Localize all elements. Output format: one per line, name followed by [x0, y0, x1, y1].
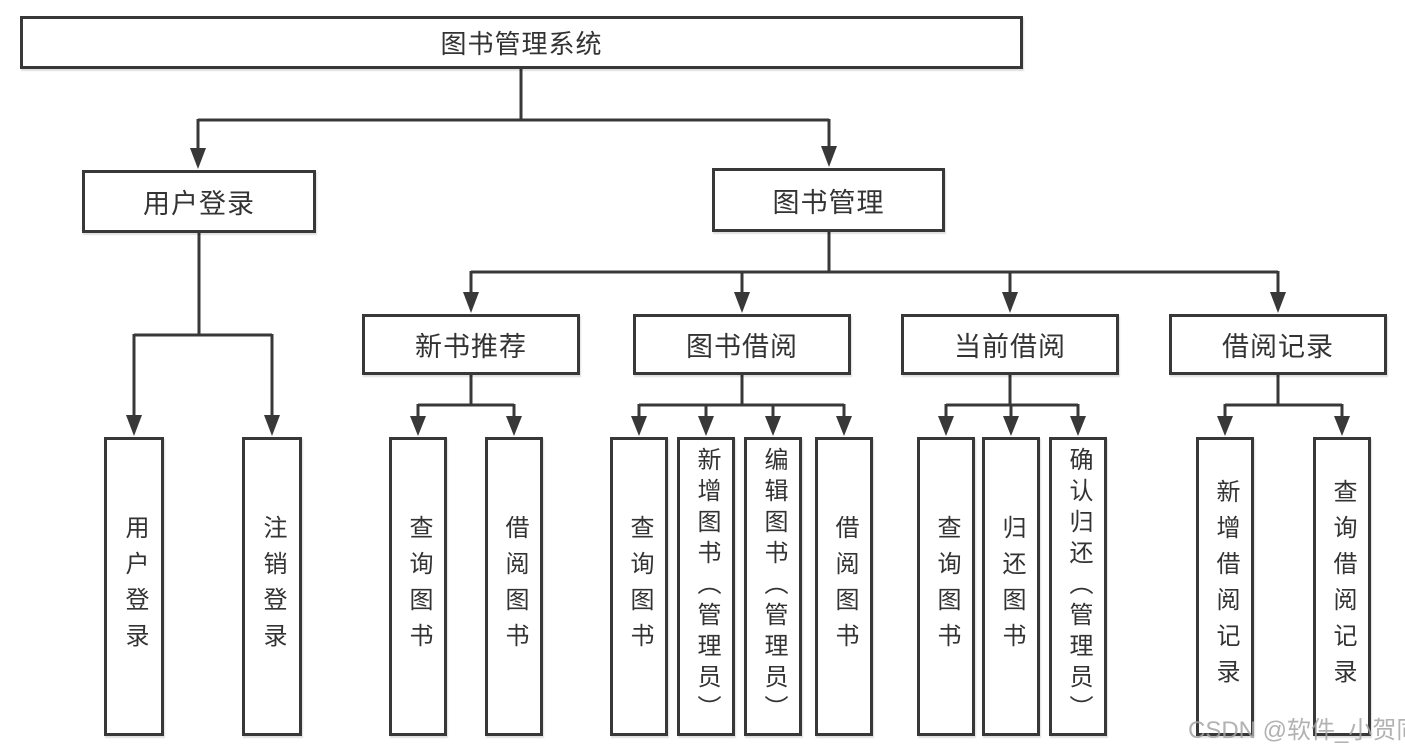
leaf-user-login: 用户登录	[104, 437, 164, 736]
node-label: 图书管理	[772, 187, 885, 218]
node-label: 借阅记录	[1222, 332, 1334, 362]
node-label: 借阅图书	[501, 514, 528, 659]
node-label: 用户登录	[143, 189, 255, 219]
node-label: 查询图书	[626, 514, 653, 659]
node-label: 图书借阅	[686, 332, 798, 362]
node-label: 归还图书	[998, 514, 1025, 659]
node-label: 查询借阅记录	[1329, 478, 1356, 695]
node-label: 查询图书	[405, 514, 432, 659]
node-root-library-system: 图书管理系统	[20, 16, 1023, 69]
node-new-book-recommend: 新书推荐	[362, 314, 580, 375]
leaf-query-books-current: 查询图书	[917, 437, 975, 736]
node-book-borrowing: 图书借阅	[633, 314, 851, 375]
leaf-borrow-books-recommend: 借阅图书	[485, 437, 543, 736]
leaf-logout: 注销登录	[242, 437, 302, 736]
node-label: 编辑图书（管理员）	[760, 447, 787, 726]
connector-userlogin-to-leaves	[132, 233, 274, 416]
connector-bookborrow-to-leaves	[637, 375, 846, 417]
node-label: 新书推荐	[415, 332, 527, 362]
node-current-borrowing: 当前借阅	[901, 314, 1119, 375]
connector-newbook-to-leaves	[416, 375, 516, 417]
leaf-edit-books-admin: 编辑图书（管理员）	[744, 437, 802, 736]
node-label: 新增图书（管理员）	[693, 447, 720, 726]
connector-bookmgmt-to-level3	[469, 232, 1280, 293]
node-label: 确认归还（管理员）	[1065, 447, 1092, 726]
connector-root-to-level2	[196, 69, 831, 149]
leaf-add-borrow-record: 新增借阅记录	[1196, 437, 1254, 736]
node-label: 查询图书	[933, 514, 960, 659]
csdn-watermark: CSDN @软件_小贺同学	[1188, 717, 1405, 744]
node-user-login: 用户登录	[82, 170, 316, 233]
node-borrowing-records: 借阅记录	[1169, 314, 1387, 375]
connector-records-to-leaves	[1223, 375, 1344, 417]
node-label: 当前借阅	[954, 332, 1066, 362]
arrowheads	[126, 146, 1350, 436]
node-label: 注销登录	[259, 514, 286, 659]
leaf-confirm-return-admin: 确认归还（管理员）	[1049, 437, 1107, 736]
node-label: 图书管理系统	[440, 29, 603, 59]
leaf-borrow-books-borrowing: 借阅图书	[815, 437, 873, 736]
node-label: 用户登录	[121, 514, 148, 659]
leaf-query-borrow-record: 查询借阅记录	[1313, 437, 1371, 736]
connector-currentborrow-to-leaves	[944, 375, 1080, 417]
node-book-management: 图书管理	[712, 168, 945, 232]
leaf-add-books-admin: 新增图书（管理员）	[677, 437, 735, 736]
leaf-query-books-borrowing: 查询图书	[610, 437, 668, 736]
node-label: 新增借阅记录	[1212, 478, 1239, 695]
leaf-query-books-recommend: 查询图书	[389, 437, 447, 736]
leaf-return-books: 归还图书	[982, 437, 1040, 736]
node-label: 借阅图书	[831, 514, 858, 659]
